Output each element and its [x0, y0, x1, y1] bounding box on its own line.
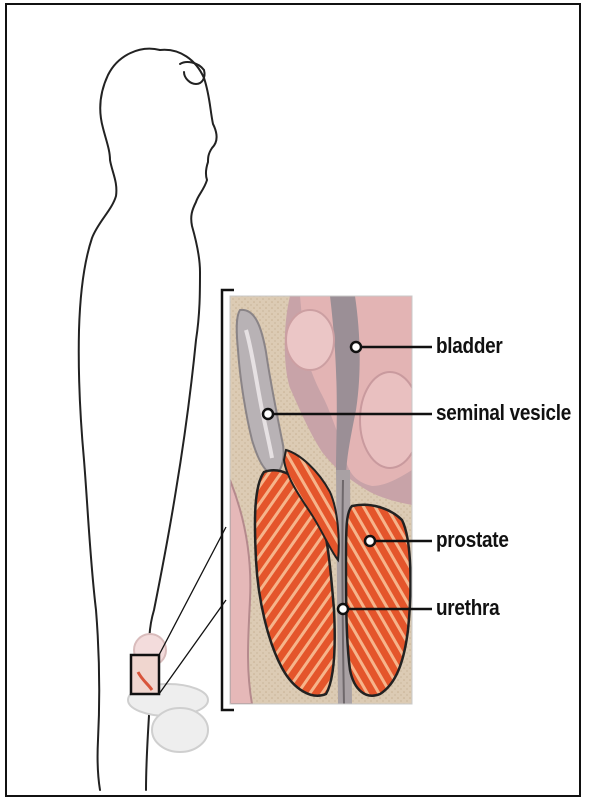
body-outline-front [149, 50, 216, 670]
zoom-line-top [159, 527, 226, 655]
groin-shape-2 [152, 708, 208, 752]
seminal-vesicle-marker [263, 409, 273, 419]
label-urethra: urethra [436, 595, 499, 621]
label-prostate: prostate [436, 527, 509, 553]
bladder-marker [351, 342, 361, 352]
zoom-box [131, 655, 159, 694]
inset-anatomy [230, 296, 420, 704]
zoom-line-bottom [159, 600, 226, 694]
prostate-lobe-right [346, 505, 410, 696]
label-seminal-vesicle: seminal vesicle [436, 400, 571, 426]
urethra-marker [338, 604, 348, 614]
prostate-marker [365, 536, 375, 546]
bladder-lobe-2 [286, 310, 334, 370]
label-bladder: bladder [436, 333, 503, 359]
zoom-indicator [131, 527, 226, 694]
bladder-lobe-1 [360, 372, 420, 468]
